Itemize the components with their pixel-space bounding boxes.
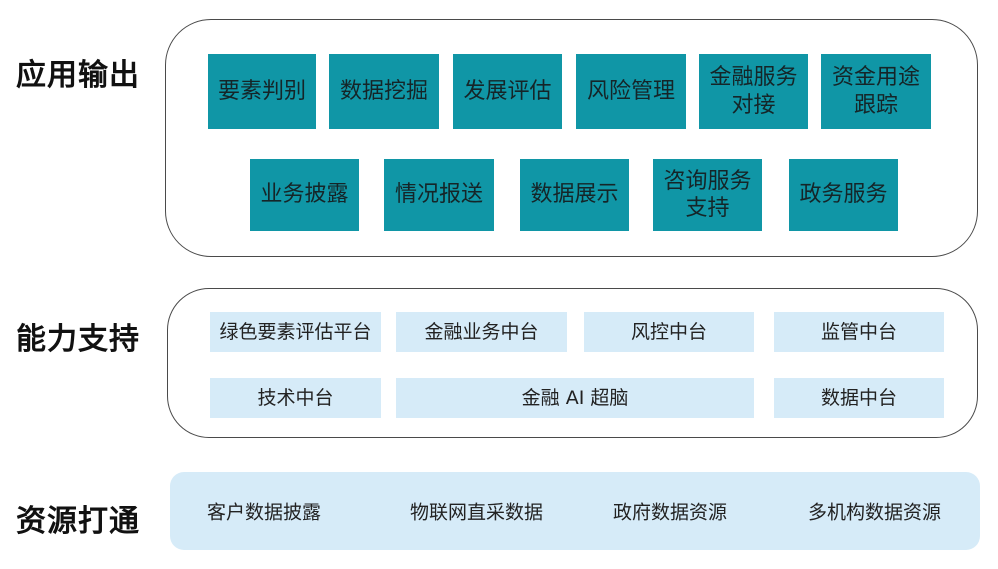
box-green-factor-evaluation-platform: 绿色要素评估平台: [210, 312, 381, 352]
box-financial-ai-superbrain: 金融 AI 超脑: [396, 378, 754, 418]
section-label-app-output: 应用输出: [16, 58, 140, 93]
box-development-evaluation: 发展评估: [453, 54, 562, 129]
capability-support-container: 绿色要素评估平台 金融业务中台 风控中台 监管中台 技术中台 金融 AI 超脑 …: [167, 288, 978, 438]
box-consulting-service-support: 咨询服务支持: [653, 159, 762, 231]
box-fund-usage-tracking: 资金用途跟踪: [821, 54, 931, 129]
item-multi-institution-data-resources: 多机构数据资源: [808, 501, 942, 524]
box-element-identification: 要素判别: [208, 54, 316, 129]
item-customer-data-disclosure: 客户数据披露: [207, 501, 322, 524]
box-risk-control-middle-platform: 风控中台: [584, 312, 754, 352]
box-financial-business-middle-platform: 金融业务中台: [396, 312, 567, 352]
box-data-middle-platform: 数据中台: [774, 378, 944, 418]
box-regulatory-middle-platform: 监管中台: [774, 312, 944, 352]
section-label-resource-integration: 资源打通: [16, 504, 140, 539]
resource-integration-band: 客户数据披露 物联网直采数据 政府数据资源 多机构数据资源: [170, 472, 980, 550]
section-label-capability-support: 能力支持: [16, 322, 140, 357]
box-financial-service-connection: 金融服务对接: [699, 54, 808, 129]
box-risk-management: 风险管理: [576, 54, 686, 129]
app-output-container: 要素判别 数据挖掘 发展评估 风险管理 金融服务对接 资金用途跟踪 业务披露 情…: [165, 19, 978, 257]
box-data-display: 数据展示: [520, 159, 629, 231]
box-technology-middle-platform: 技术中台: [210, 378, 381, 418]
item-government-data-resources: 政府数据资源: [613, 501, 728, 524]
box-situation-reporting: 情况报送: [384, 159, 494, 231]
box-data-mining: 数据挖掘: [329, 54, 439, 129]
box-business-disclosure: 业务披露: [250, 159, 359, 231]
item-iot-direct-collection-data: 物联网直采数据: [410, 501, 544, 524]
box-government-affairs-service: 政务服务: [789, 159, 898, 231]
